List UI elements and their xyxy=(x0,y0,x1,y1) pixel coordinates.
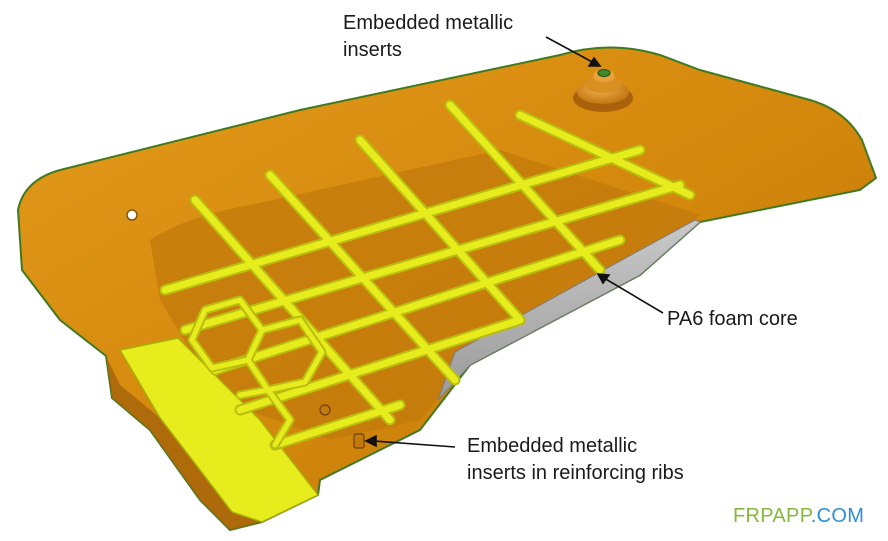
arrow-foam xyxy=(603,277,664,314)
callout-rib-inserts: Embedded metallic inserts in reinforcing… xyxy=(467,433,684,487)
arrow-top-insert xyxy=(545,36,597,65)
callout-ribs-line1: Embedded metallic xyxy=(467,435,638,457)
callout-top-inserts: Embedded metallic inserts xyxy=(343,10,513,64)
arrow-rib-insert xyxy=(373,440,456,448)
callout-top-line2: inserts xyxy=(343,39,402,61)
composite-panel xyxy=(16,46,878,532)
callout-arrows xyxy=(364,36,664,448)
arrowhead-rib-insert xyxy=(364,434,377,448)
watermark-part2: .COM xyxy=(810,505,865,527)
watermark-part1: FRPAPP xyxy=(733,505,811,527)
callout-ribs-line2: inserts in reinforcing ribs xyxy=(467,462,684,484)
callout-foam-label: PA6 foam core xyxy=(667,308,798,330)
top-insert xyxy=(573,69,633,112)
watermark: FRPAPP.COM xyxy=(733,505,864,528)
arrowhead-top-insert xyxy=(587,56,602,67)
arrowhead-foam xyxy=(596,273,611,285)
rib-grid xyxy=(159,99,696,451)
callout-top-line1: Embedded metallic xyxy=(343,12,514,34)
callout-foam-core: PA6 foam core xyxy=(667,306,798,333)
mounting-hole xyxy=(126,209,138,221)
